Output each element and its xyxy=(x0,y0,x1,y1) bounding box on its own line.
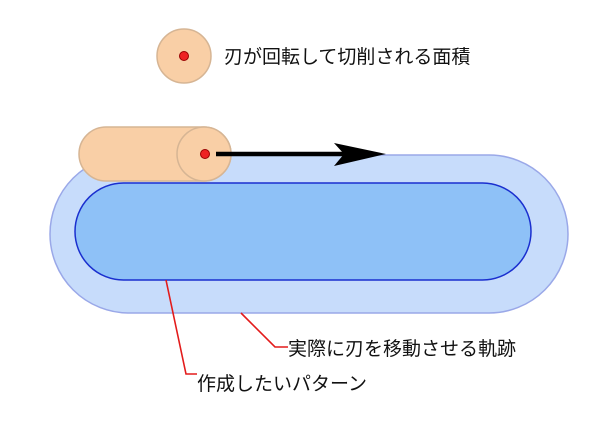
cutter-center-dot xyxy=(200,149,210,159)
target-pattern-label: 作成したいパターン xyxy=(197,373,367,395)
legend-center-dot xyxy=(179,51,189,61)
legend: 刃が回転して切削される面積 xyxy=(156,28,470,84)
cutter-tool xyxy=(78,126,232,182)
target-pattern-shape xyxy=(74,182,532,281)
target-pattern-leader-line xyxy=(165,279,197,375)
arrow-head xyxy=(334,143,386,166)
actual-path-label: 実際に刃を移動させる軌跡 xyxy=(288,338,516,360)
legend-label: 刃が回転して切削される面積 xyxy=(224,46,470,68)
actual-path-leader-line xyxy=(240,312,288,348)
direction-arrow xyxy=(216,143,386,166)
